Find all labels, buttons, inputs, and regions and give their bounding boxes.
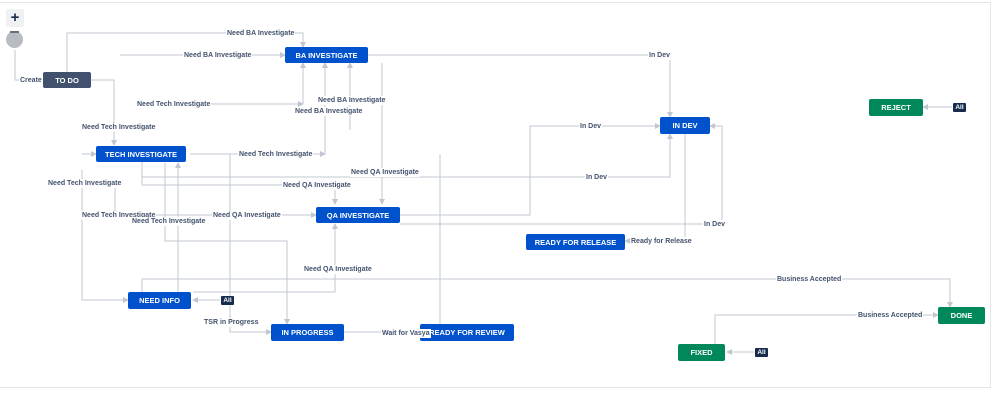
transition-label: Ready for Release [630,237,693,246]
transition-label: Need Tech Investigate [136,100,212,109]
transition-label: In Dev [703,220,727,229]
status-in-dev[interactable]: IN DEV [660,117,710,134]
zoom-in-button[interactable]: + [6,9,24,27]
status-tech-investigate[interactable]: TECH INVESTIGATE [96,146,186,162]
transition-label: Need QA Investigate [282,181,352,190]
transition-line [400,123,723,225]
zoom-out-button[interactable] [6,31,23,48]
transition-label: Need Tech Investigate [47,179,123,188]
transition-line [91,79,117,146]
transition-line [141,163,338,205]
transition-label: Need Tech Investigate [131,217,207,226]
transition-label: TSR in Progress [203,318,260,327]
transition-line [193,223,338,293]
canvas-border-top [0,2,990,3]
canvas-border-right [990,2,991,388]
transition-label: Need QA Investigate [212,211,282,220]
transition-line [229,154,272,335]
transition-label: Need Tech Investigate [238,150,314,159]
transition-label: Business Accepted [776,275,843,284]
status-need-info[interactable]: NEED INFO [128,292,191,309]
status-ready-for-release[interactable]: READY FOR RELEASE [526,234,625,250]
transition-label: Need QA Investigate [350,168,420,177]
status-todo[interactable]: TO DO [43,72,91,88]
status-reject[interactable]: REJECT [869,99,923,116]
status-fixed[interactable]: FIXED [678,344,725,361]
transition-label: Need BA Investigate [183,51,253,60]
all-transitions-badge: All [755,348,768,357]
status-ba-investigate[interactable]: BA INVESTIGATE [285,47,368,63]
transition-line [368,54,673,118]
all-transitions-badge: All [953,103,966,112]
transition-line [400,123,661,216]
status-qa-investigate[interactable]: QA INVESTIGATE [316,207,400,223]
all-transitions-badge: All [221,296,234,305]
transition-line [141,278,953,308]
transition-label: Need BA Investigate [294,107,364,116]
transition-label: Need BA Investigate [226,29,296,38]
status-in-progress[interactable]: IN PROGRESS [271,324,344,341]
transition-line [66,32,306,72]
transition-label: In Dev [648,51,672,60]
transition-label: Need QA Investigate [303,265,373,274]
transition-label: Create [19,76,43,85]
status-done[interactable]: DONE [938,307,985,324]
transition-line [81,170,129,303]
transition-label: In Dev [579,122,603,131]
transition-label: Need Tech Investigate [81,211,157,220]
transition-line [164,163,290,325]
transition-label: Need Tech Investigate [81,123,157,132]
transition-label: In Dev [585,173,609,182]
transition-label: Need BA Investigate [317,96,387,105]
canvas-border-bottom [0,387,991,388]
transition-line [624,134,686,244]
status-ready-for-review[interactable]: READY FOR REVIEW [420,324,514,341]
transition-label: Wait for Vasya [381,329,431,338]
transition-label: Business Accepted [857,311,924,320]
